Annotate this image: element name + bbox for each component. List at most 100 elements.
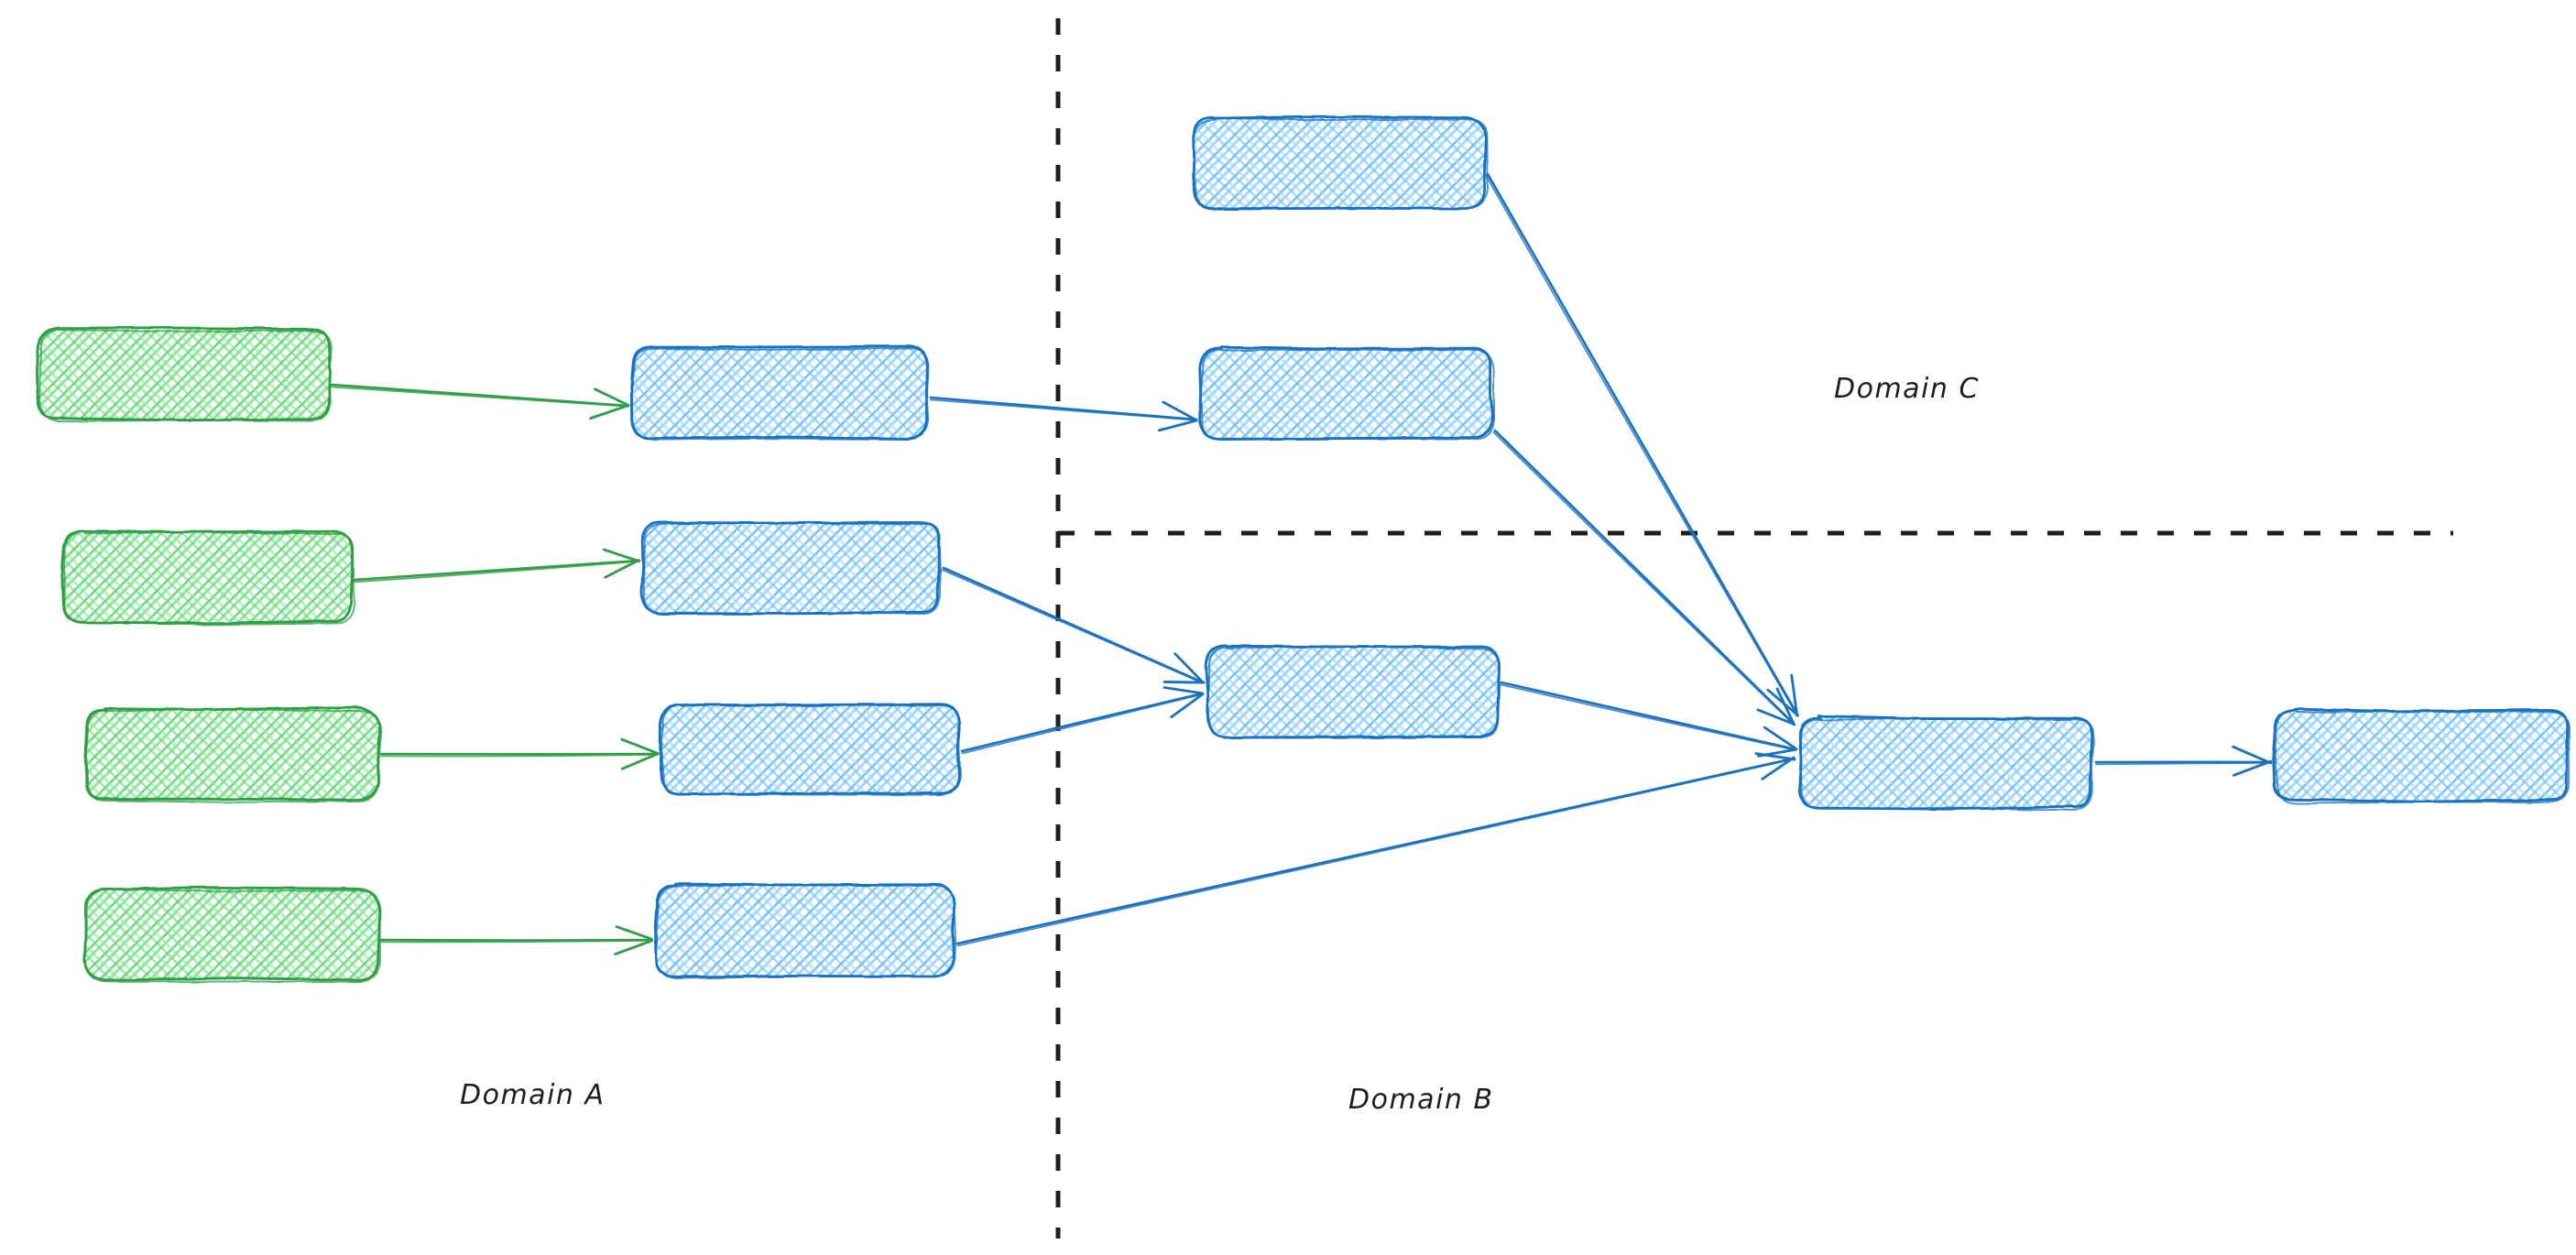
node-outline [642, 521, 942, 616]
domain-c-label: Domain C [1834, 373, 1980, 405]
edge-e-b1-c2 [929, 396, 1198, 432]
domain-dividers [1055, 18, 2453, 1239]
node-c3[interactable] [1204, 644, 1501, 739]
node-outline [1199, 348, 1495, 442]
edge-arrowhead [620, 752, 659, 770]
edge-e-c2-c4 [1492, 429, 1796, 726]
edge-arrowhead [1756, 708, 1796, 726]
edge-line [330, 386, 629, 408]
edge-line [2095, 761, 2271, 766]
node-outline [655, 884, 957, 980]
edge-arrowhead [1170, 693, 1205, 719]
edge-line [929, 396, 1198, 421]
edge-line [960, 692, 1205, 753]
edge-arrowhead [620, 737, 660, 756]
node-b2[interactable] [640, 520, 942, 616]
node-fill-hatch-b [1206, 645, 1499, 737]
node-b1[interactable] [629, 344, 930, 442]
edge-e-a4-b4 [379, 925, 654, 955]
node-outline [1206, 645, 1501, 739]
edge-line [380, 753, 659, 758]
edge-e-c3-c4 [1500, 681, 1798, 758]
edge-arrowhead [1162, 686, 1204, 695]
domain-b-label: Domain B [1348, 1084, 1494, 1116]
domain-a-label: Domain A [460, 1079, 606, 1111]
edge-e-b2-c3 [942, 566, 1206, 684]
edge-line [929, 398, 1197, 421]
node-fill-hatch-b [38, 329, 330, 420]
edge-arrowhead [614, 939, 653, 955]
edge-e-b4-c4 [955, 752, 1796, 947]
edge-arrowhead [602, 548, 640, 562]
edge-arrowhead [1173, 652, 1205, 684]
node-a1[interactable] [36, 326, 333, 423]
node-outline [83, 888, 382, 983]
edge-e-c1-c4 [1485, 172, 1800, 717]
node-fill-hatch-b [84, 888, 379, 980]
node-a2[interactable] [60, 529, 355, 627]
edge-line [330, 383, 630, 408]
edge-line [1500, 681, 1797, 751]
edge-e-a3-b3 [379, 737, 660, 770]
edge-arrowhead [1754, 752, 1796, 761]
node-fill-hatch-b [631, 346, 927, 439]
node-fill-hatch-b [1800, 716, 2092, 809]
edge-line [942, 569, 1204, 684]
edge-line [955, 757, 1796, 945]
edges-layer [330, 172, 2273, 955]
edge-line [1500, 683, 1796, 751]
node-fill-hatch-b [660, 703, 959, 795]
node-outline [631, 347, 930, 442]
node-fill-hatch-b [85, 708, 379, 801]
edge-line [1493, 429, 1796, 726]
nodes-layer [36, 115, 2571, 983]
node-c5[interactable] [2272, 707, 2571, 805]
node-outline [1193, 116, 1489, 210]
node-fill-hatch-b [1200, 347, 1492, 440]
node-fill-hatch-b [61, 531, 353, 622]
edge-line [353, 560, 640, 584]
edge-e-a2-b2 [352, 548, 641, 584]
node-c1[interactable] [1192, 115, 1489, 211]
edge-arrowhead [1162, 400, 1198, 422]
edge-arrowhead [589, 404, 629, 420]
node-b4[interactable] [654, 882, 957, 980]
node-a3[interactable] [83, 706, 382, 803]
edge-arrowhead [2232, 759, 2273, 777]
node-outline [85, 708, 382, 803]
edge-arrowhead [1761, 756, 1796, 780]
edge-arrowhead [593, 387, 630, 407]
edge-line [942, 566, 1205, 684]
edge-line [961, 693, 1205, 755]
node-c2[interactable] [1197, 345, 1495, 442]
edge-arrowhead [1775, 687, 1796, 726]
edge-line [352, 559, 641, 582]
node-fill-hatch-b [1193, 116, 1486, 209]
edge-line [1492, 431, 1795, 726]
node-c4[interactable] [1797, 715, 2095, 812]
edge-arrowhead [604, 559, 640, 579]
node-fill-hatch-b [655, 884, 954, 977]
edge-arrowhead [615, 925, 653, 941]
edge-e-a1-b1 [330, 383, 630, 420]
node-outline [38, 328, 333, 423]
edge-e-b3-c3 [960, 686, 1205, 755]
node-fill-hatch-b [2274, 709, 2569, 802]
node-outline [1799, 716, 2095, 812]
edge-arrowhead [1790, 673, 1799, 717]
edge-line [379, 938, 654, 942]
edge-line [1485, 174, 1798, 716]
edge-line [1486, 172, 1799, 716]
node-outline [62, 530, 355, 627]
edge-arrowhead [1157, 419, 1198, 432]
edge-line [956, 758, 1796, 947]
edge-e-c4-c5 [2094, 745, 2273, 777]
node-fill-hatch-b [642, 521, 940, 614]
node-a4[interactable] [82, 886, 382, 983]
node-outline [660, 703, 962, 796]
node-b3[interactable] [659, 703, 962, 796]
edge-line [380, 939, 653, 944]
edge-arrowhead [1763, 726, 1798, 751]
node-outline [2274, 709, 2571, 805]
